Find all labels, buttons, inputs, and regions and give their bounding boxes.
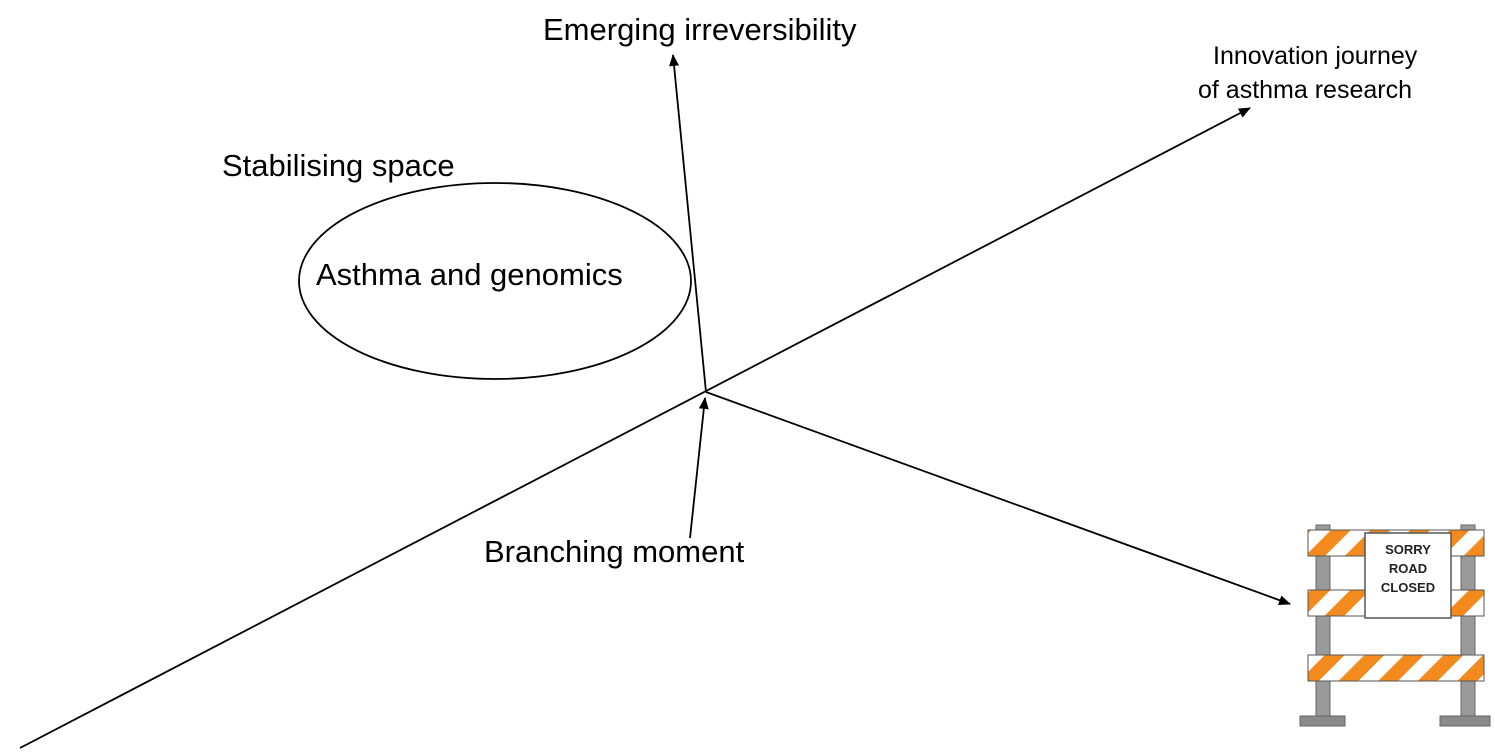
emerging-irreversibility-arrow [669,54,707,393]
journey-label-line1: Innovation journey [1213,42,1418,70]
barricade-left-foot [1299,715,1346,727]
barricade-bottom-board [1307,654,1485,682]
sign-text-line2: ROAD [1389,561,1427,576]
sign-text-line1: SORRY [1385,542,1431,557]
road-closed-sign [1364,532,1452,619]
branching-moment-pointer [689,397,709,539]
journey-label-line2: of asthma research [1198,76,1412,104]
road-closed-barricade: SORRY ROAD CLOSED [1299,524,1491,727]
journey-axis-arrow [19,107,1251,749]
dead-end-branch-arrow [705,391,1291,605]
asthma-genomics-label: Asthma and genomics [316,257,623,292]
sign-text-line3: CLOSED [1381,580,1435,595]
barricade-right-foot [1439,715,1491,727]
stabilising-space-label: Stabilising space [222,148,455,183]
emerging-irreversibility-label: Emerging irreversibility [543,12,857,47]
stabilising-space-ellipse [298,182,692,380]
branching-moment-label: Branching moment [484,534,745,569]
